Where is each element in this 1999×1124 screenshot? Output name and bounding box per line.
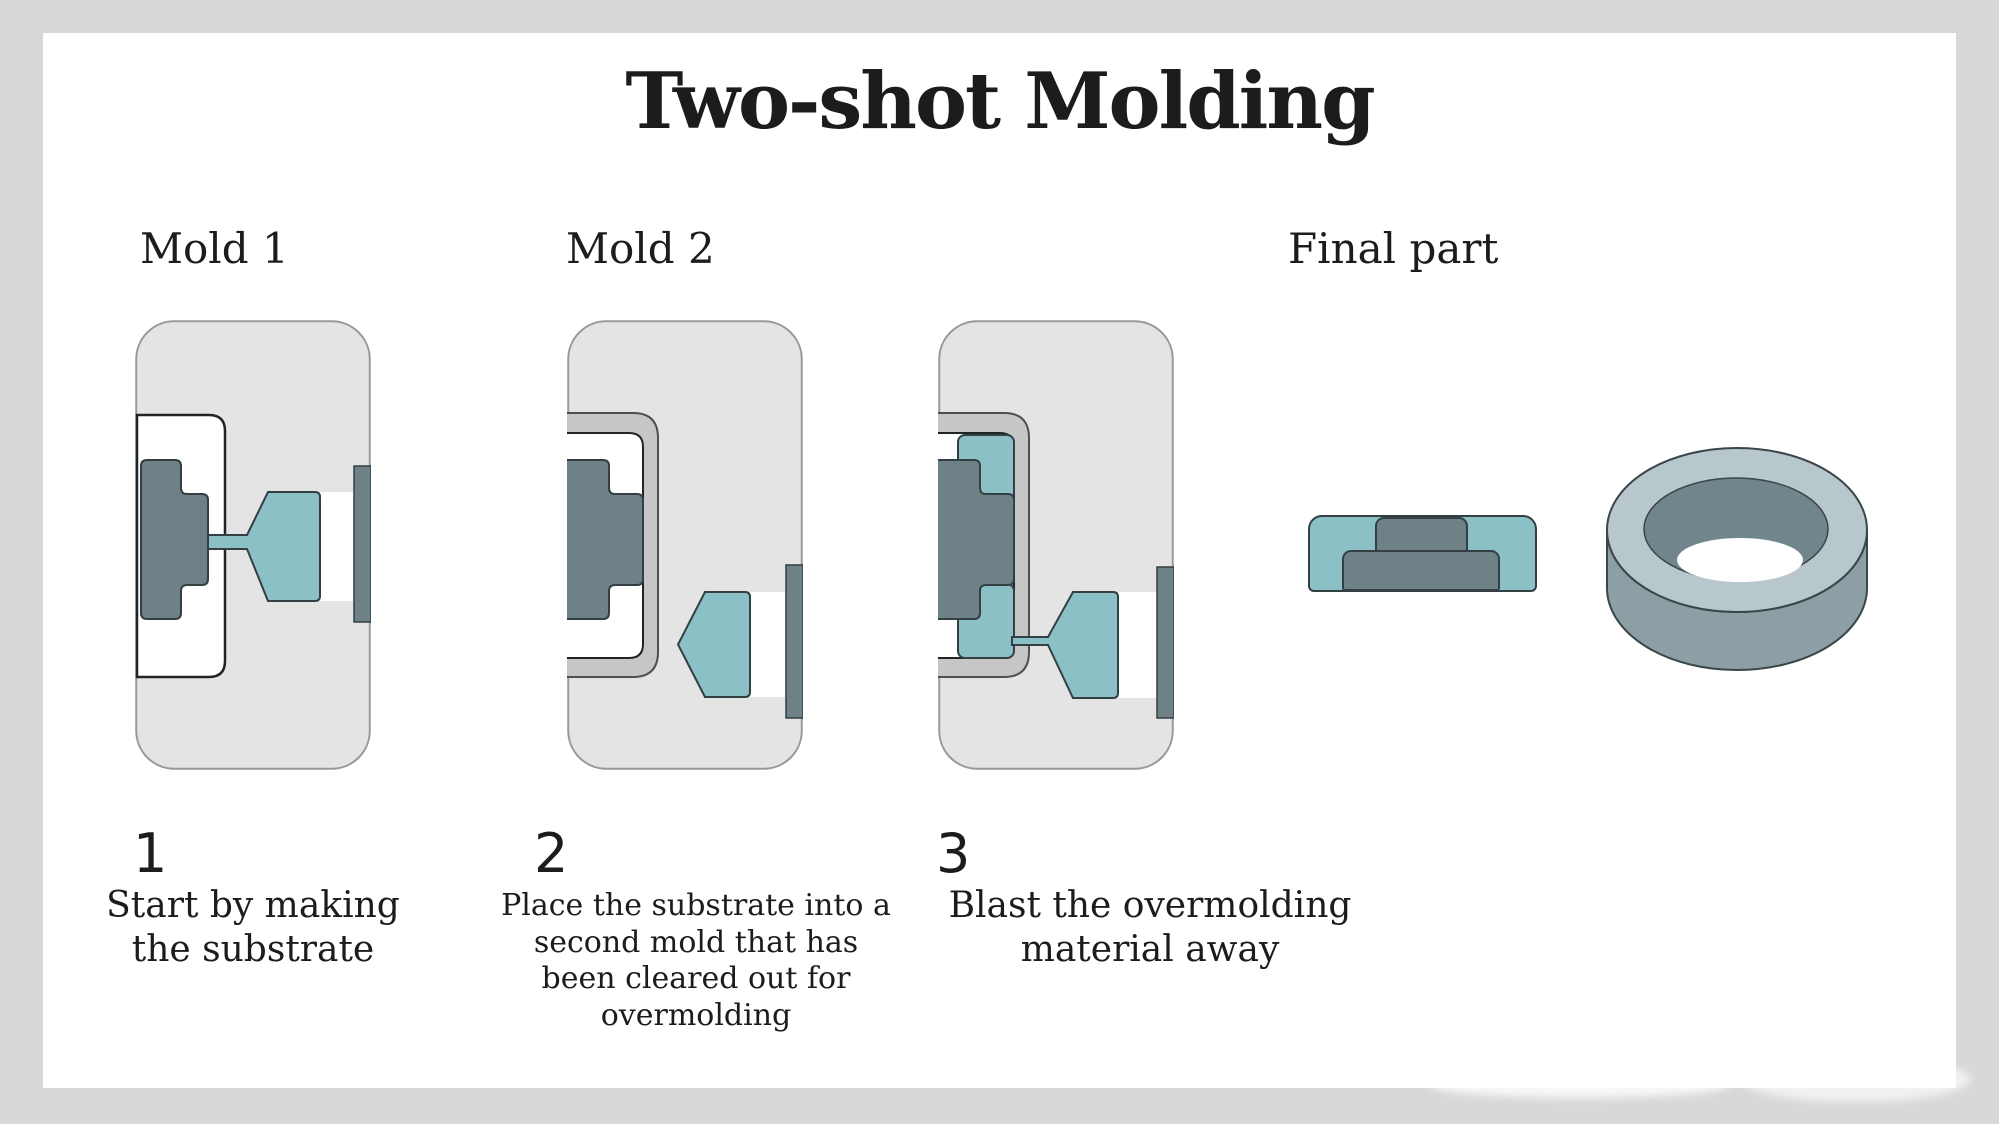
mold2-label: Mold 2: [566, 224, 715, 273]
final-part-label: Final part: [1288, 224, 1499, 273]
mold3-diagram: [938, 320, 1174, 770]
mold1-nozzle-bar: [353, 465, 371, 623]
mold3-nozzle-bar: [1156, 566, 1174, 719]
watermark-smudge: [1430, 1072, 1730, 1098]
final-part-substrate-wide: [1342, 550, 1500, 591]
mold2-diagram: [567, 320, 803, 770]
mold1-label: Mold 1: [140, 224, 289, 273]
mold2-nozzle-bar: [785, 564, 803, 719]
mold2-runner-channel: [748, 592, 788, 697]
watermark-smudge: [1740, 1056, 1970, 1102]
mold2-substrate: [567, 459, 644, 620]
step2-number: 2: [534, 822, 569, 885]
final-part-substrate-top: [1375, 517, 1468, 552]
mold1-diagram: [135, 320, 371, 770]
step1-number: 1: [133, 822, 168, 885]
mold1-first-shot-material: [207, 491, 321, 602]
step3-text: Blast the overmolding material away: [948, 885, 1352, 970]
mold3-runner-channel: [1118, 592, 1157, 698]
mold2-second-shot-material: [676, 591, 751, 698]
step3-number: 3: [936, 822, 971, 885]
final-part-ring-3d: [1606, 447, 1868, 671]
mold1-runner-channel: [318, 492, 356, 601]
mold1-substrate: [140, 459, 209, 620]
step2-text: Place the substrate into a second mold t…: [501, 888, 891, 1033]
diagram-title: Two-shot Molding: [625, 56, 1375, 147]
step1-text: Start by making the substrate: [106, 885, 400, 970]
ring-hole: [1677, 538, 1803, 582]
mold3-substrate: [938, 459, 1015, 620]
mold3-sprue-and-charge: [1011, 591, 1119, 699]
